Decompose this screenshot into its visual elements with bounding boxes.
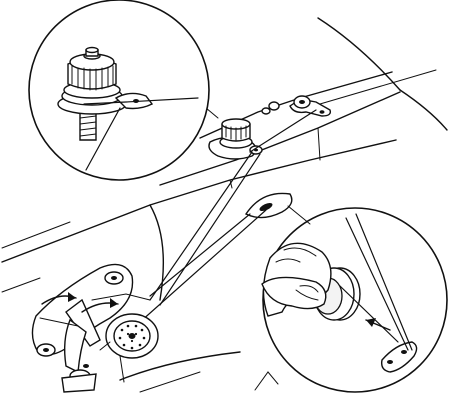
pointer-line xyxy=(120,356,124,382)
pointer-line xyxy=(288,206,310,224)
hand-icon xyxy=(262,243,331,316)
detail-circle-tension xyxy=(29,0,209,180)
tension-knob-icon xyxy=(262,102,279,114)
thread-guide-icon xyxy=(290,96,330,116)
bobbin-winder-icon xyxy=(209,119,262,159)
detail-circle-bobbin xyxy=(262,208,447,392)
thread-hole-icon xyxy=(246,193,292,217)
